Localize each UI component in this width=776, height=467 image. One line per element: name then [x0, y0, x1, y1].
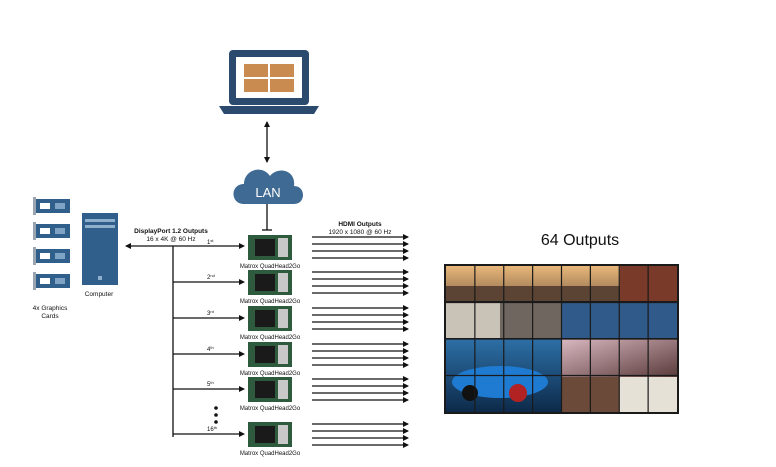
device-label: Matrox QuadHead2Go [240, 406, 301, 412]
graphics-card [33, 247, 70, 265]
quadhead-unit: Matrox QuadHead2Go 3rd [173, 305, 409, 341]
cloud-icon [233, 169, 303, 204]
unit-ordinal-suffix: st [210, 238, 214, 243]
device-chip [255, 274, 275, 291]
unit-ordinal-number: 1 [207, 240, 211, 246]
unit-ordinal-suffix: nd [210, 273, 214, 278]
quadhead-unit: Matrox QuadHead2Go 5th [173, 376, 409, 412]
graphics-cards-label: 4x Graphics [33, 305, 68, 312]
device-chip [255, 310, 275, 327]
unit-ordinal: 4th [207, 345, 214, 353]
video-wall-image [444, 264, 679, 414]
hdmi-subtitle: 1920 x 1080 @ 60 Hz [329, 229, 392, 236]
unit-ordinal: 1st [207, 238, 214, 246]
unit-ordinal-suffix: th [214, 425, 217, 430]
device-chip [255, 239, 275, 256]
device-connector [278, 380, 288, 399]
unit-ordinal-number: 2 [207, 275, 211, 281]
unit-ordinal-suffix: th [210, 345, 213, 350]
computer-label: Computer [85, 291, 114, 298]
device-label: Matrox QuadHead2Go [240, 371, 301, 377]
device-label: Matrox QuadHead2Go [240, 264, 301, 270]
device-chip [255, 426, 275, 443]
unit-ordinal-number: 5 [207, 382, 211, 388]
device-connector [278, 345, 288, 364]
graphics-card-icon [33, 197, 70, 290]
quadhead-unit: Matrox QuadHead2Go 1st [207, 234, 409, 270]
device-label: Matrox QuadHead2Go [240, 335, 301, 341]
graphics-card [33, 272, 70, 290]
device-connector [278, 425, 288, 444]
device-connector [278, 273, 288, 292]
unit-ordinal-suffix: rd [210, 309, 214, 314]
quadhead-unit: Matrox QuadHead2Go 2nd [173, 269, 409, 305]
unit-ordinal-number: 3 [207, 311, 211, 317]
lan-label: LAN [255, 185, 280, 200]
device-chip [255, 346, 275, 363]
outputs-title: 64 Outputs [540, 232, 620, 249]
computer-tower-icon [82, 213, 118, 285]
unit-ordinal: 3rd [207, 309, 214, 317]
unit-ordinal-number: 16 [207, 427, 214, 433]
quadhead-unit: Matrox QuadHead2Go 4th [173, 341, 409, 377]
graphics-card [33, 222, 70, 240]
unit-ordinal: 16th [207, 425, 217, 433]
displayport-title: DisplayPort 1.2 Outputs [134, 228, 208, 235]
device-chip [255, 381, 275, 398]
device-label: Matrox QuadHead2Go [240, 451, 301, 457]
unit-ordinal: 2nd [207, 273, 215, 281]
unit-ordinal-number: 4 [207, 347, 211, 353]
device-label: Matrox QuadHead2Go [240, 299, 301, 305]
continuation-dots [214, 406, 218, 424]
laptop-icon [219, 50, 319, 114]
device-connector [278, 238, 288, 257]
device-connector [278, 309, 288, 328]
unit-ordinal: 5th [207, 380, 214, 388]
displayport-subtitle: 16 x 4K @ 60 Hz [146, 236, 195, 243]
hdmi-title: HDMI Outputs [338, 221, 382, 228]
quadhead-unit: Matrox QuadHead2Go 16th [173, 421, 409, 457]
unit-ordinal-suffix: th [210, 380, 213, 385]
graphics-cards-label-2: Cards [41, 313, 59, 320]
graphics-card [33, 197, 70, 215]
